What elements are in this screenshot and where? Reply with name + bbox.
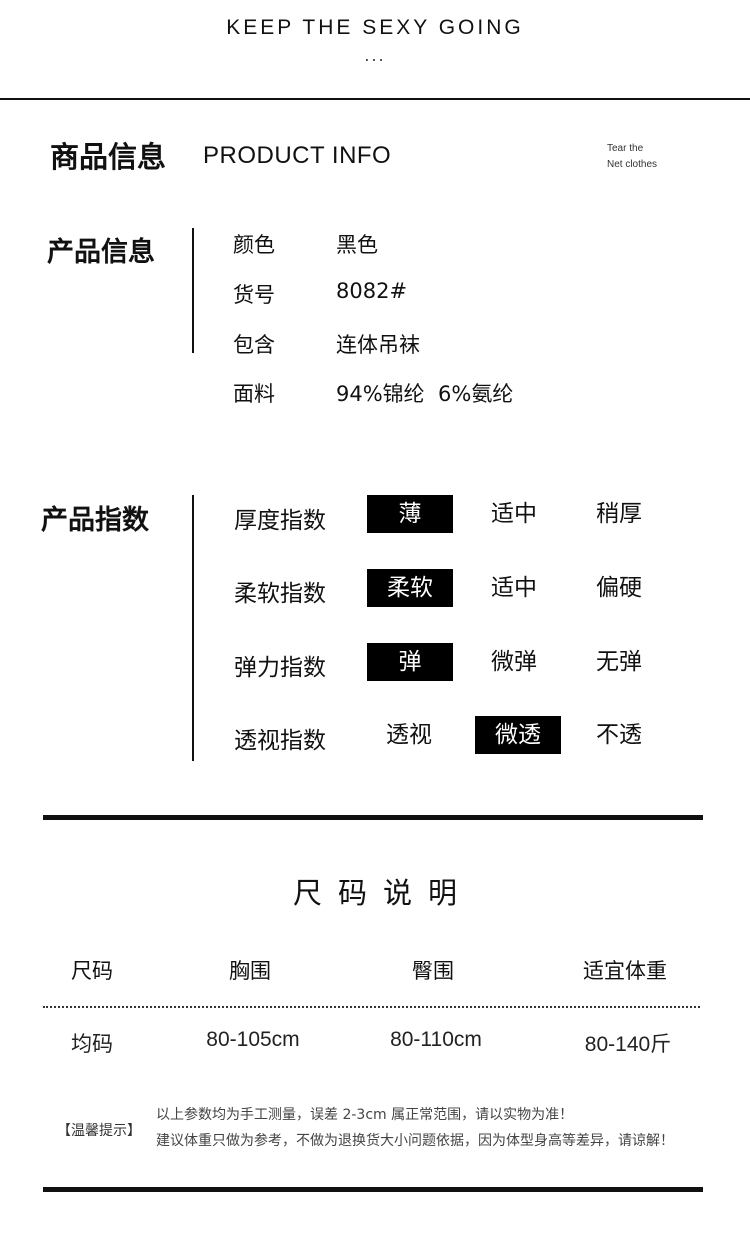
info-key-sku: 货号: [233, 283, 275, 307]
transparency-option-1: 透视: [386, 722, 432, 748]
product-info-divider: [192, 228, 194, 353]
section-divider-bottom: [43, 1187, 703, 1192]
size-cell-weight: 80-140斤: [584, 1033, 672, 1056]
size-header-weight: 适宜体重: [583, 959, 667, 983]
header-divider: [0, 98, 750, 100]
info-key-color: 颜色: [233, 233, 275, 257]
tear-note-line2: Net clothes: [607, 159, 658, 170]
softness-option-1: 柔软: [367, 569, 453, 607]
thickness-option-2: 适中: [491, 501, 537, 527]
tear-note-line1: Tear the: [607, 143, 644, 154]
index-name-elasticity: 弹力指数: [234, 655, 326, 681]
size-chart-divider: [43, 1006, 700, 1008]
product-index-label: 产品指数: [41, 505, 149, 536]
tips-label: 【温馨提示】: [57, 1123, 141, 1139]
info-value-includes: 连体吊袜: [336, 333, 420, 357]
info-value-color: 黑色: [336, 233, 378, 257]
info-value-sku: 8082#: [336, 279, 408, 303]
product-info-label: 产品信息: [47, 237, 155, 268]
info-value-fabric: 94%锦纶 6%氨纶: [336, 382, 514, 406]
softness-option-3: 偏硬: [596, 575, 642, 601]
ellipsis: ...: [364, 46, 386, 65]
info-key-includes: 包含: [233, 333, 275, 357]
tear-note: Tear the Net clothes: [607, 141, 657, 173]
thickness-option-3: 稍厚: [596, 501, 642, 527]
index-name-thickness: 厚度指数: [234, 508, 326, 534]
size-chart-title: 尺码说明: [292, 876, 473, 910]
index-name-softness: 柔软指数: [234, 581, 326, 607]
index-name-transparency: 透视指数: [234, 728, 326, 754]
elasticity-option-2: 微弹: [491, 649, 537, 675]
product-index-divider: [192, 495, 194, 761]
elasticity-option-1: 弹: [367, 643, 453, 681]
tagline: KEEP THE SEXY GOING: [226, 16, 524, 39]
section-title-cn: 商品信息: [50, 140, 167, 174]
size-cell-bust: 80-105cm: [206, 1028, 300, 1051]
section-divider-top: [43, 815, 703, 820]
section-title-en: PRODUCT INFO: [203, 142, 392, 169]
size-header-hip: 臀围: [412, 959, 454, 983]
size-header-bust: 胸围: [229, 959, 271, 983]
softness-option-2: 适中: [491, 575, 537, 601]
info-key-fabric: 面料: [233, 382, 275, 406]
transparency-option-3: 不透: [596, 722, 642, 748]
transparency-option-2: 微透: [475, 716, 561, 754]
size-cell-size: 均码: [71, 1032, 113, 1056]
elasticity-option-3: 无弹: [596, 649, 642, 675]
tips-line-2: 建议体重只做为参考，不做为退换货大小问题依据，因为体型身高等差异，请谅解！: [156, 1133, 674, 1149]
thickness-option-1: 薄: [367, 495, 453, 533]
size-cell-hip: 80-110cm: [390, 1028, 482, 1051]
tips-line-1: 以上参数均为手工测量，误差 2-3cm 属正常范围，请以实物为准！: [156, 1107, 574, 1123]
size-header-size: 尺码: [71, 959, 113, 983]
